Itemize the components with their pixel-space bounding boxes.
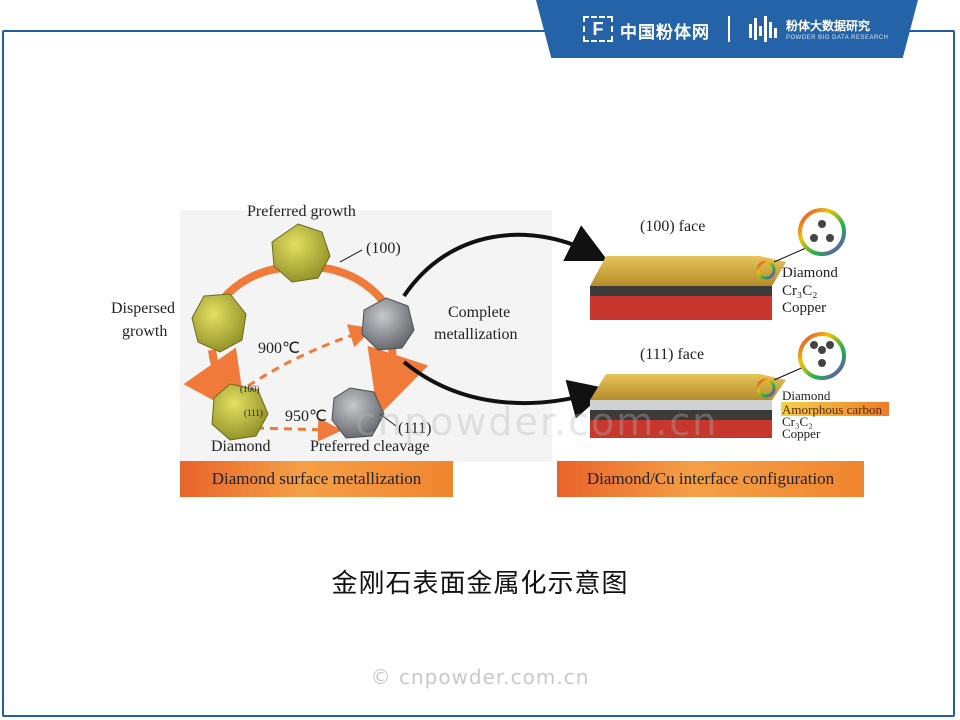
layer-111-amorphous-carbon: Amorphous carbon [782, 402, 883, 417]
layer-111-copper: Copper [782, 426, 821, 441]
label-face-111-bottom: (111) face [640, 346, 705, 363]
crystal-mark-100: (100) [240, 384, 260, 394]
data-bars-logo-icon [749, 16, 777, 42]
layer-111-carbide: Cr₃C₂ [782, 414, 813, 429]
label-preferred-growth: Preferred growth [247, 203, 356, 220]
crystal-dispersed-growth [191, 293, 247, 353]
atom-zoom-111-icon [756, 332, 846, 398]
slab-100-face [590, 256, 786, 320]
crystal-complete-metallization [361, 297, 415, 351]
brand-secondary-subtitle: POWDER BIG DATA RESEARCH [786, 35, 889, 41]
crystal-preferred-cleavage [331, 387, 385, 439]
label-preferred-cleavage: Preferred cleavage [310, 438, 430, 455]
label-face-100-top: (100) face [640, 218, 706, 235]
label-complete-line1: Complete [448, 304, 511, 321]
label-complete-line2: metallization [434, 326, 518, 343]
banner-interface-configuration: Diamond/Cu interface configuration [557, 461, 864, 497]
brand-primary: 中国粉体网 [620, 23, 710, 43]
brand-secondary: 粉体大数据研究 [786, 19, 871, 33]
footer-copyright: © cnpowder.com.cn [370, 665, 590, 689]
dashed-arrow-950 [255, 417, 342, 442]
layer-100-copper: Copper [782, 300, 827, 316]
label-temp-900: 900℃ [258, 340, 300, 357]
arrow-to-100-face [402, 225, 608, 298]
label-dispersed-line1: Dispersed [111, 300, 175, 317]
crystal-mark-111: (111) [244, 408, 263, 418]
label-temp-950: 950℃ [285, 408, 327, 425]
slab-111-face [590, 374, 786, 438]
leader-100 [339, 249, 363, 263]
dashed-arrow-900 [247, 324, 374, 388]
figure-caption: 金刚石表面金属化示意图 [331, 569, 629, 599]
label-diamond: Diamond [211, 438, 271, 455]
amorphous-carbon-highlight [781, 402, 889, 416]
label-face-111: (111) [398, 420, 432, 437]
cnpowder-logo-icon: F [583, 16, 613, 42]
layer-111-diamond: Diamond [782, 388, 831, 403]
watermark: cnpowder.com.cn [355, 400, 719, 444]
cycle-arrow-right [367, 345, 429, 417]
banner-surface-metallization: Diamond surface metallization [180, 461, 453, 497]
atom-zoom-100-icon [756, 208, 846, 280]
layer-100-diamond: Diamond [782, 265, 838, 281]
slide-frame [2, 30, 955, 717]
layer-100-carbide: Cr₃C₂ [782, 283, 818, 299]
header-brand-tab [536, 0, 918, 58]
label-face-100: (100) [366, 240, 401, 257]
arrow-to-111-face [402, 360, 610, 419]
brand-divider [728, 16, 730, 42]
crystal-diamond [211, 383, 269, 441]
crystal-preferred-growth [271, 223, 331, 283]
leader-111 [379, 413, 397, 427]
label-dispersed-line2: growth [122, 323, 168, 340]
